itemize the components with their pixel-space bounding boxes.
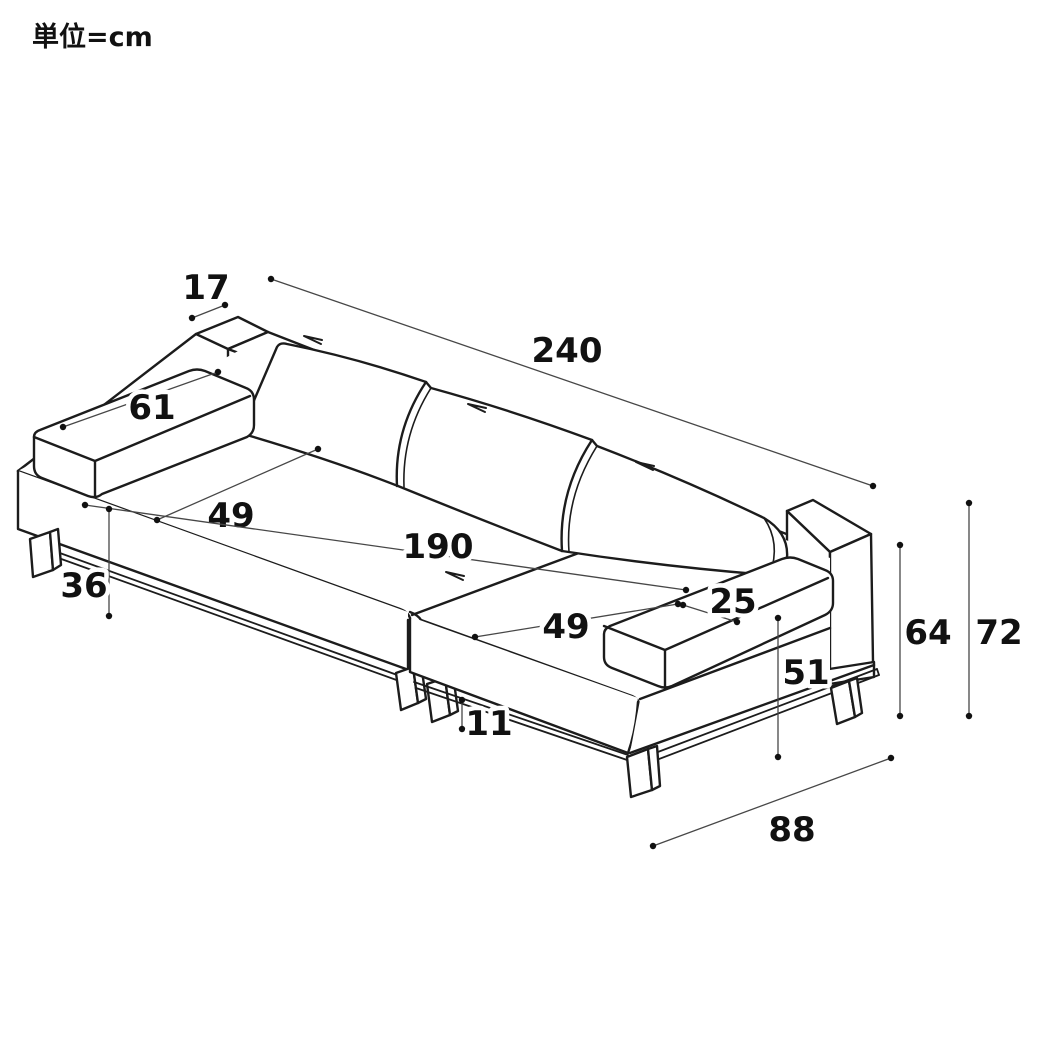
dim-seat-depth-left: 49 [153, 445, 322, 541]
sofa-leg [829, 676, 864, 726]
dim-label-armrest-height: 51 [782, 653, 829, 693]
fabric-tick-marks [303, 335, 655, 581]
sofa-line-drawing [16, 315, 880, 799]
dim-chaise-depth: 88 [649, 754, 895, 855]
dim-base-clearance: 11 [458, 696, 517, 749]
dim-armrest-height: 51 [774, 614, 834, 761]
sofa-armrest-cushion-right [602, 556, 835, 691]
dim-back-depth: 17 [178, 264, 234, 322]
dim-seat-depth-right: 49 [471, 600, 682, 652]
dim-armrest-cushion-length: 61 [59, 368, 222, 433]
dim-armrest-cushion-width: 25 [679, 578, 761, 627]
dim-label-overall-height: 72 [975, 613, 1022, 653]
dim-label-seat-width: 190 [403, 527, 474, 567]
dim-label-armrest-cushion-length: 61 [128, 388, 175, 428]
dim-overall-width: 240 [267, 275, 877, 490]
sofa-back-cushions [238, 342, 789, 577]
sofa-leg [28, 527, 63, 579]
dim-label-base-clearance: 11 [465, 704, 512, 744]
dimension-annotations: 17 240 61 49 190 36 [56, 264, 1027, 855]
dim-seat-height: 36 [56, 505, 113, 620]
dim-seat-width: 190 [81, 501, 690, 594]
sofa-main-front-face [16, 469, 410, 672]
dim-label-armrest-cushion-width: 25 [709, 582, 756, 622]
dim-label-seat-height: 36 [60, 566, 107, 606]
dim-label-chaise-depth: 88 [768, 810, 815, 850]
dim-label-arm-height: 64 [904, 613, 951, 653]
sofa-chaise-front-face [408, 616, 640, 755]
dim-label-overall-width: 240 [532, 331, 603, 371]
dim-label-seat-depth-left: 49 [207, 496, 254, 536]
dim-arm-height: 64 [896, 541, 956, 720]
dim-label-back-depth: 17 [182, 268, 229, 308]
unit-label: 単位=cm [32, 21, 153, 53]
dim-overall-height: 72 [965, 499, 1027, 720]
sofa-leg [625, 744, 662, 799]
sofa-armrest-cushion-left [32, 368, 256, 499]
dim-label-seat-depth-right: 49 [542, 607, 589, 647]
